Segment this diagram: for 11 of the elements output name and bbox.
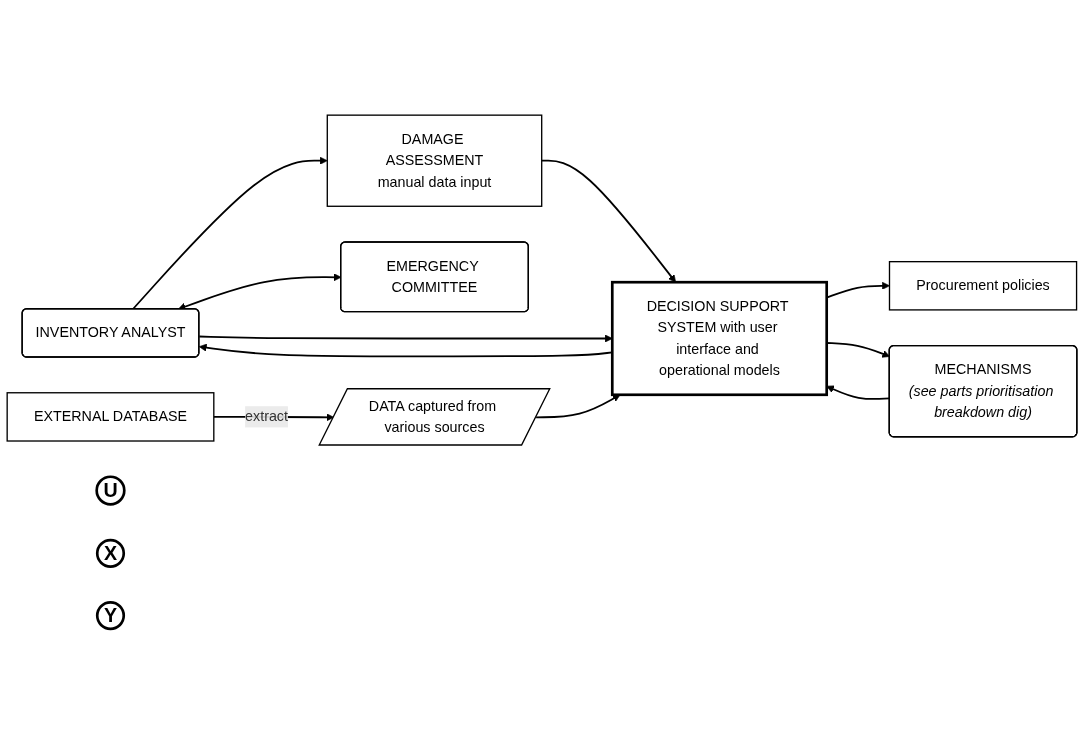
arrow xyxy=(131,156,328,310)
node-circle: U xyxy=(95,475,126,506)
node-circle: Y xyxy=(95,600,126,630)
node-box: EXTERNAL DATABASE xyxy=(6,391,215,442)
node-box: DECISION SUPPORT SYSTEM with user interface and operational models xyxy=(610,280,829,396)
node-box: DAMAGE ASSESSMENT manual data input xyxy=(326,114,543,207)
node-circle: X xyxy=(95,538,126,568)
arrow xyxy=(198,334,613,343)
arrow xyxy=(535,394,621,418)
edge-label: extract xyxy=(245,408,288,424)
node-box: Procurement policies xyxy=(888,260,1078,311)
